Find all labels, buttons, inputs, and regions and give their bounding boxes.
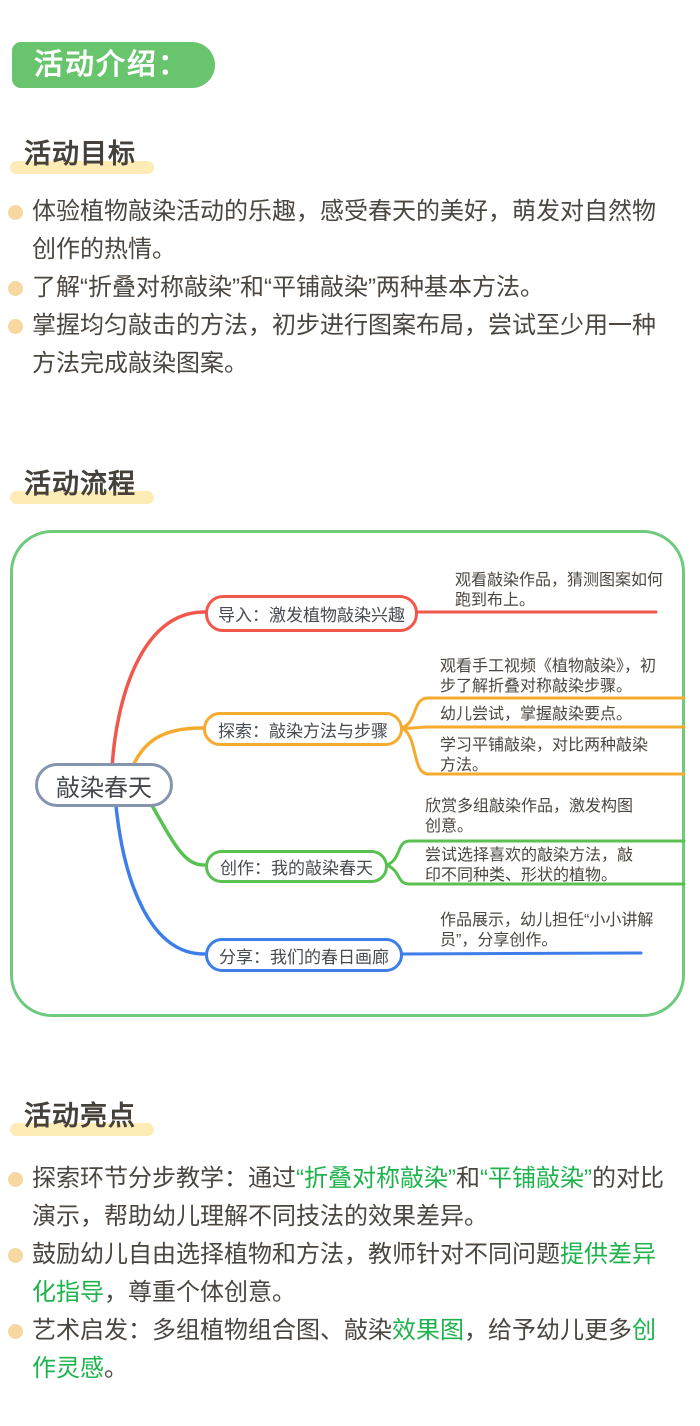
leaf-line-explore-3 — [400, 726, 686, 776]
goal-item-text: 了解“折叠对称敲染”和“平铺敲染”两种基本方法。 — [32, 274, 544, 301]
goals-heading: 活动目标 — [10, 132, 154, 174]
highlight-segment-green: 提供差异化指导 — [32, 1241, 656, 1306]
bullet-dot — [8, 319, 23, 334]
highlight-segment-green: “折叠对称敲染” — [296, 1165, 456, 1192]
highlight-segment: ，尊重个体创意。 — [104, 1279, 296, 1306]
mindmap-node-share-label: 分享：我们的春日画廊 — [219, 947, 389, 967]
flow-heading-highlight — [10, 491, 154, 504]
mindmap-leaf: 学习平铺敲染，对比两种敲染方法。 — [440, 737, 649, 774]
highlight-segment-green: “平铺敲染” — [479, 1165, 592, 1192]
leaf-line-explore-1 — [400, 696, 686, 730]
bullet-dot — [8, 1248, 23, 1263]
mindmap-leaf: 作品展示，幼儿担任“小小讲解员”，分享创作。 — [440, 912, 654, 949]
branch-curve-create — [148, 800, 206, 867]
leaf-line-share — [400, 951, 643, 956]
highlight-item: 艺术启发：多组植物组合图、敲染效果图，给予幼儿更多创作灵感。 — [0, 1312, 700, 1388]
leaf-line-explore-2 — [400, 725, 686, 730]
mindmap-node-share: 分享：我们的春日画廊 — [205, 938, 403, 972]
mindmap-leaf: 幼儿尝试，掌握敲染要点。 — [440, 706, 633, 723]
highlight-segment: 艺术启发：多组植物组合图、敲染 — [32, 1317, 392, 1344]
mindmap-leaf: 欣赏多组敲染作品，激发构图创意。 — [425, 798, 634, 835]
branch-curve-explore — [130, 726, 204, 770]
highlight-segment: ，给予幼儿更多 — [464, 1317, 632, 1344]
mindmap-node-intro-label: 导入：激发植物敲染兴趣 — [218, 606, 405, 625]
highlight-item: 鼓励幼儿自由选择植物和方法，教师针对不同问题提供差异化指导，尊重个体创意。 — [0, 1236, 700, 1312]
bullet-dot — [8, 205, 23, 220]
mindmap-root-label: 敲染春天 — [56, 774, 152, 802]
highlights-heading-text: 活动亮点 — [24, 1101, 136, 1131]
bullet-dot — [8, 281, 23, 296]
goal-item: 掌握均匀敲击的方法，初步进行图案布局，尝试至少用一种方法完成敲染图案。 — [0, 307, 700, 383]
highlight-segment-green: 创作灵感 — [32, 1317, 656, 1382]
bullet-dot — [8, 1324, 23, 1339]
highlight-segment-green: 效果图 — [392, 1317, 464, 1344]
branch-curve-share — [114, 804, 206, 956]
intro-badge-label: 活动介绍： — [34, 49, 190, 81]
highlight-segment: 探索环节分步教学：通过 — [32, 1165, 296, 1192]
mindmap-node-create-label: 创作：我的敲染春天 — [220, 859, 373, 878]
goals-heading-text: 活动目标 — [24, 139, 136, 169]
highlight-segment: 鼓励幼儿自由选择植物和方法，教师针对不同问题 — [32, 1241, 560, 1268]
highlights-heading-highlight — [10, 1123, 154, 1136]
goal-item-text: 体验植物敲染活动的乐趣，感受春天的美好，萌发对自然物创作的热情。 — [32, 198, 656, 263]
mindmap-leaf: 观看敲染作品，猜测图案如何跑到布上。 — [455, 572, 664, 609]
flow-heading-text: 活动流程 — [24, 469, 136, 499]
highlights-heading: 活动亮点 — [10, 1094, 154, 1136]
goal-item-text: 掌握均匀敲击的方法，初步进行图案布局，尝试至少用一种方法完成敲染图案。 — [32, 312, 656, 377]
goal-item: 了解“折叠对称敲染”和“平铺敲染”两种基本方法。 — [0, 269, 700, 307]
mindmap: 敲染春天 导入：激发植物敲染兴趣 探索：敲染方法与步骤 创作：我的敲染春天 分享… — [10, 530, 686, 1017]
intro-badge: 活动介绍： — [12, 42, 216, 88]
leaf-line-create-1 — [385, 839, 686, 867]
mindmap-node-explore: 探索：敲染方法与步骤 — [203, 712, 403, 746]
goal-item: 体验植物敲染活动的乐趣，感受春天的美好，萌发对自然物创作的热情。 — [0, 193, 700, 269]
bullet-dot — [8, 1172, 23, 1187]
leaf-line-create-2 — [385, 863, 686, 886]
mindmap-node-intro: 导入：激发植物敲染兴趣 — [205, 595, 418, 632]
mindmap-curves — [110, 610, 686, 956]
mindmap-node-explore-label: 探索：敲染方法与步骤 — [218, 721, 388, 741]
branch-curve-intro — [110, 610, 206, 770]
highlight-item: 探索环节分步教学：通过“折叠对称敲染”和“平铺敲染”的对比演示，帮助幼儿理解不同… — [0, 1160, 700, 1236]
goals-list: 体验植物敲染活动的乐趣，感受春天的美好，萌发对自然物创作的热情。 了解“折叠对称… — [0, 193, 700, 383]
highlights-list: 探索环节分步教学：通过“折叠对称敲染”和“平铺敲染”的对比演示，帮助幼儿理解不同… — [0, 1160, 700, 1388]
highlight-segment: 。 — [104, 1355, 128, 1382]
flow-heading: 活动流程 — [10, 462, 154, 504]
mindmap-node-create: 创作：我的敲染春天 — [205, 850, 388, 883]
mindmap-root-node: 敲染春天 — [35, 763, 173, 807]
mindmap-leaf: 尝试选择喜欢的敲染方法，敲印不同种类、形状的植物。 — [425, 847, 634, 884]
goals-heading-highlight — [10, 161, 154, 174]
mindmap-leaf: 观看手工视频《植物敲染》，初步了解折叠对称敲染步骤。 — [440, 658, 657, 695]
highlight-segment: 和 — [455, 1165, 480, 1192]
highlight-segment: 的对比演示，帮助幼儿理解不同技法的效果差异。 — [32, 1165, 664, 1230]
